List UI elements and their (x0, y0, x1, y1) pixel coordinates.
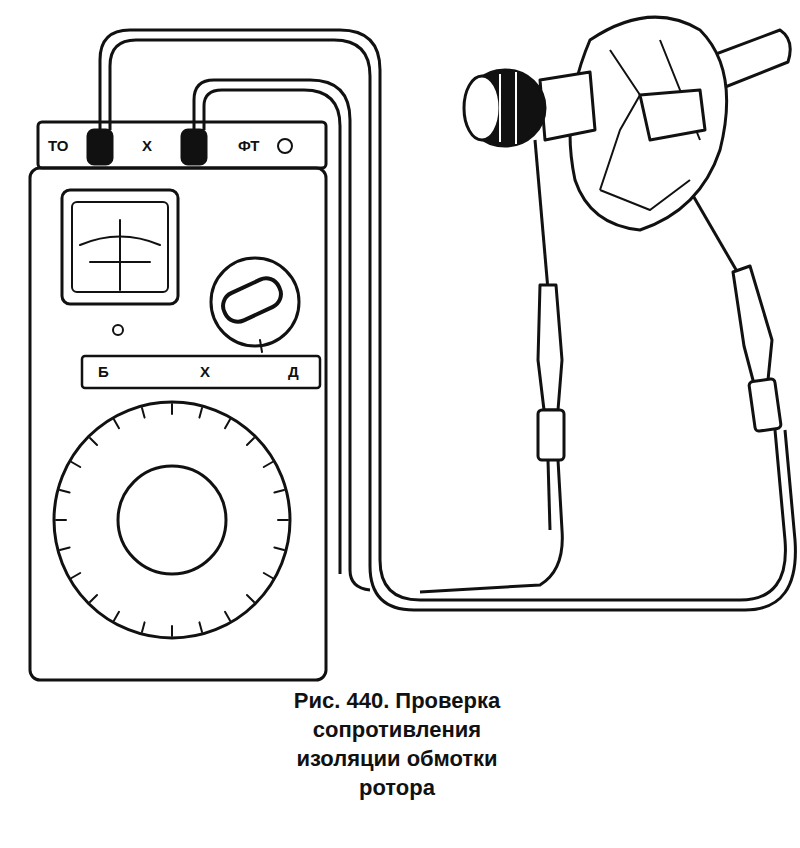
range-switch (211, 258, 299, 346)
crank-dial (54, 402, 290, 638)
dial-tick (114, 420, 119, 429)
lead-wire (420, 460, 562, 592)
dial-tick (142, 408, 145, 418)
crank-hub (118, 466, 226, 574)
dial-tick (225, 420, 230, 429)
meter-needle (119, 220, 121, 290)
slip-ring-end (464, 76, 500, 140)
dial-tick (199, 408, 202, 418)
dial-tick (199, 622, 202, 632)
zero-screw (113, 325, 123, 335)
dial-tick (278, 519, 288, 521)
megohmmeter (30, 122, 326, 680)
switch-strip (82, 356, 320, 388)
dial-tick (90, 595, 97, 602)
lead-wire (194, 80, 370, 590)
dial-tick (264, 462, 273, 467)
dial-tick (274, 490, 284, 493)
lead-wire (100, 30, 785, 600)
figure-caption: Рис. 440. Проверка сопротивления изоляци… (262, 686, 532, 802)
probe-tip (535, 140, 548, 290)
probe-plug (749, 378, 782, 431)
probe-plug (538, 410, 564, 460)
rotor-winding (640, 90, 705, 140)
switch-pointer (260, 340, 262, 352)
dial-tick (56, 519, 66, 521)
test-leads (100, 30, 795, 610)
dial-tick (171, 404, 173, 414)
probe-handle (733, 266, 772, 384)
panel-marking: ФТ (236, 138, 261, 154)
dial-tick (247, 438, 254, 445)
probe-handle (538, 285, 562, 410)
dial-tick (247, 595, 254, 602)
dial-tick (114, 612, 119, 621)
switch-handle (218, 274, 285, 327)
terminal (88, 130, 112, 164)
dial-tick (142, 622, 145, 632)
panel-marking: Д (286, 364, 301, 380)
slip-rings (465, 70, 545, 146)
lead-wire (110, 40, 795, 610)
terminal-panel (38, 122, 326, 168)
panel-marking: Х (198, 364, 212, 380)
dial-tick (72, 462, 81, 467)
dial-tick (274, 547, 284, 550)
dial-tick (225, 612, 230, 621)
rotor (464, 17, 790, 230)
dial-tick (171, 626, 173, 636)
dial-ticks (56, 404, 288, 636)
meter-window (62, 190, 178, 304)
panel-marking: ТО (46, 138, 70, 154)
panel-marking: Б (96, 364, 111, 380)
ring-gaps (500, 72, 516, 144)
lead-wire (204, 90, 340, 574)
dial-tick (90, 438, 97, 445)
lead-wire (548, 460, 550, 530)
dial-tick (60, 490, 70, 493)
dial-tick (264, 573, 273, 578)
panel-marking: Х (140, 138, 154, 154)
dial-tick (72, 573, 81, 578)
meter-case (30, 168, 326, 680)
terminal (182, 130, 206, 164)
terminal-screw (278, 139, 292, 153)
meter-scale (72, 202, 168, 292)
rotor-shaft (540, 72, 595, 140)
dial-tick (60, 547, 70, 550)
